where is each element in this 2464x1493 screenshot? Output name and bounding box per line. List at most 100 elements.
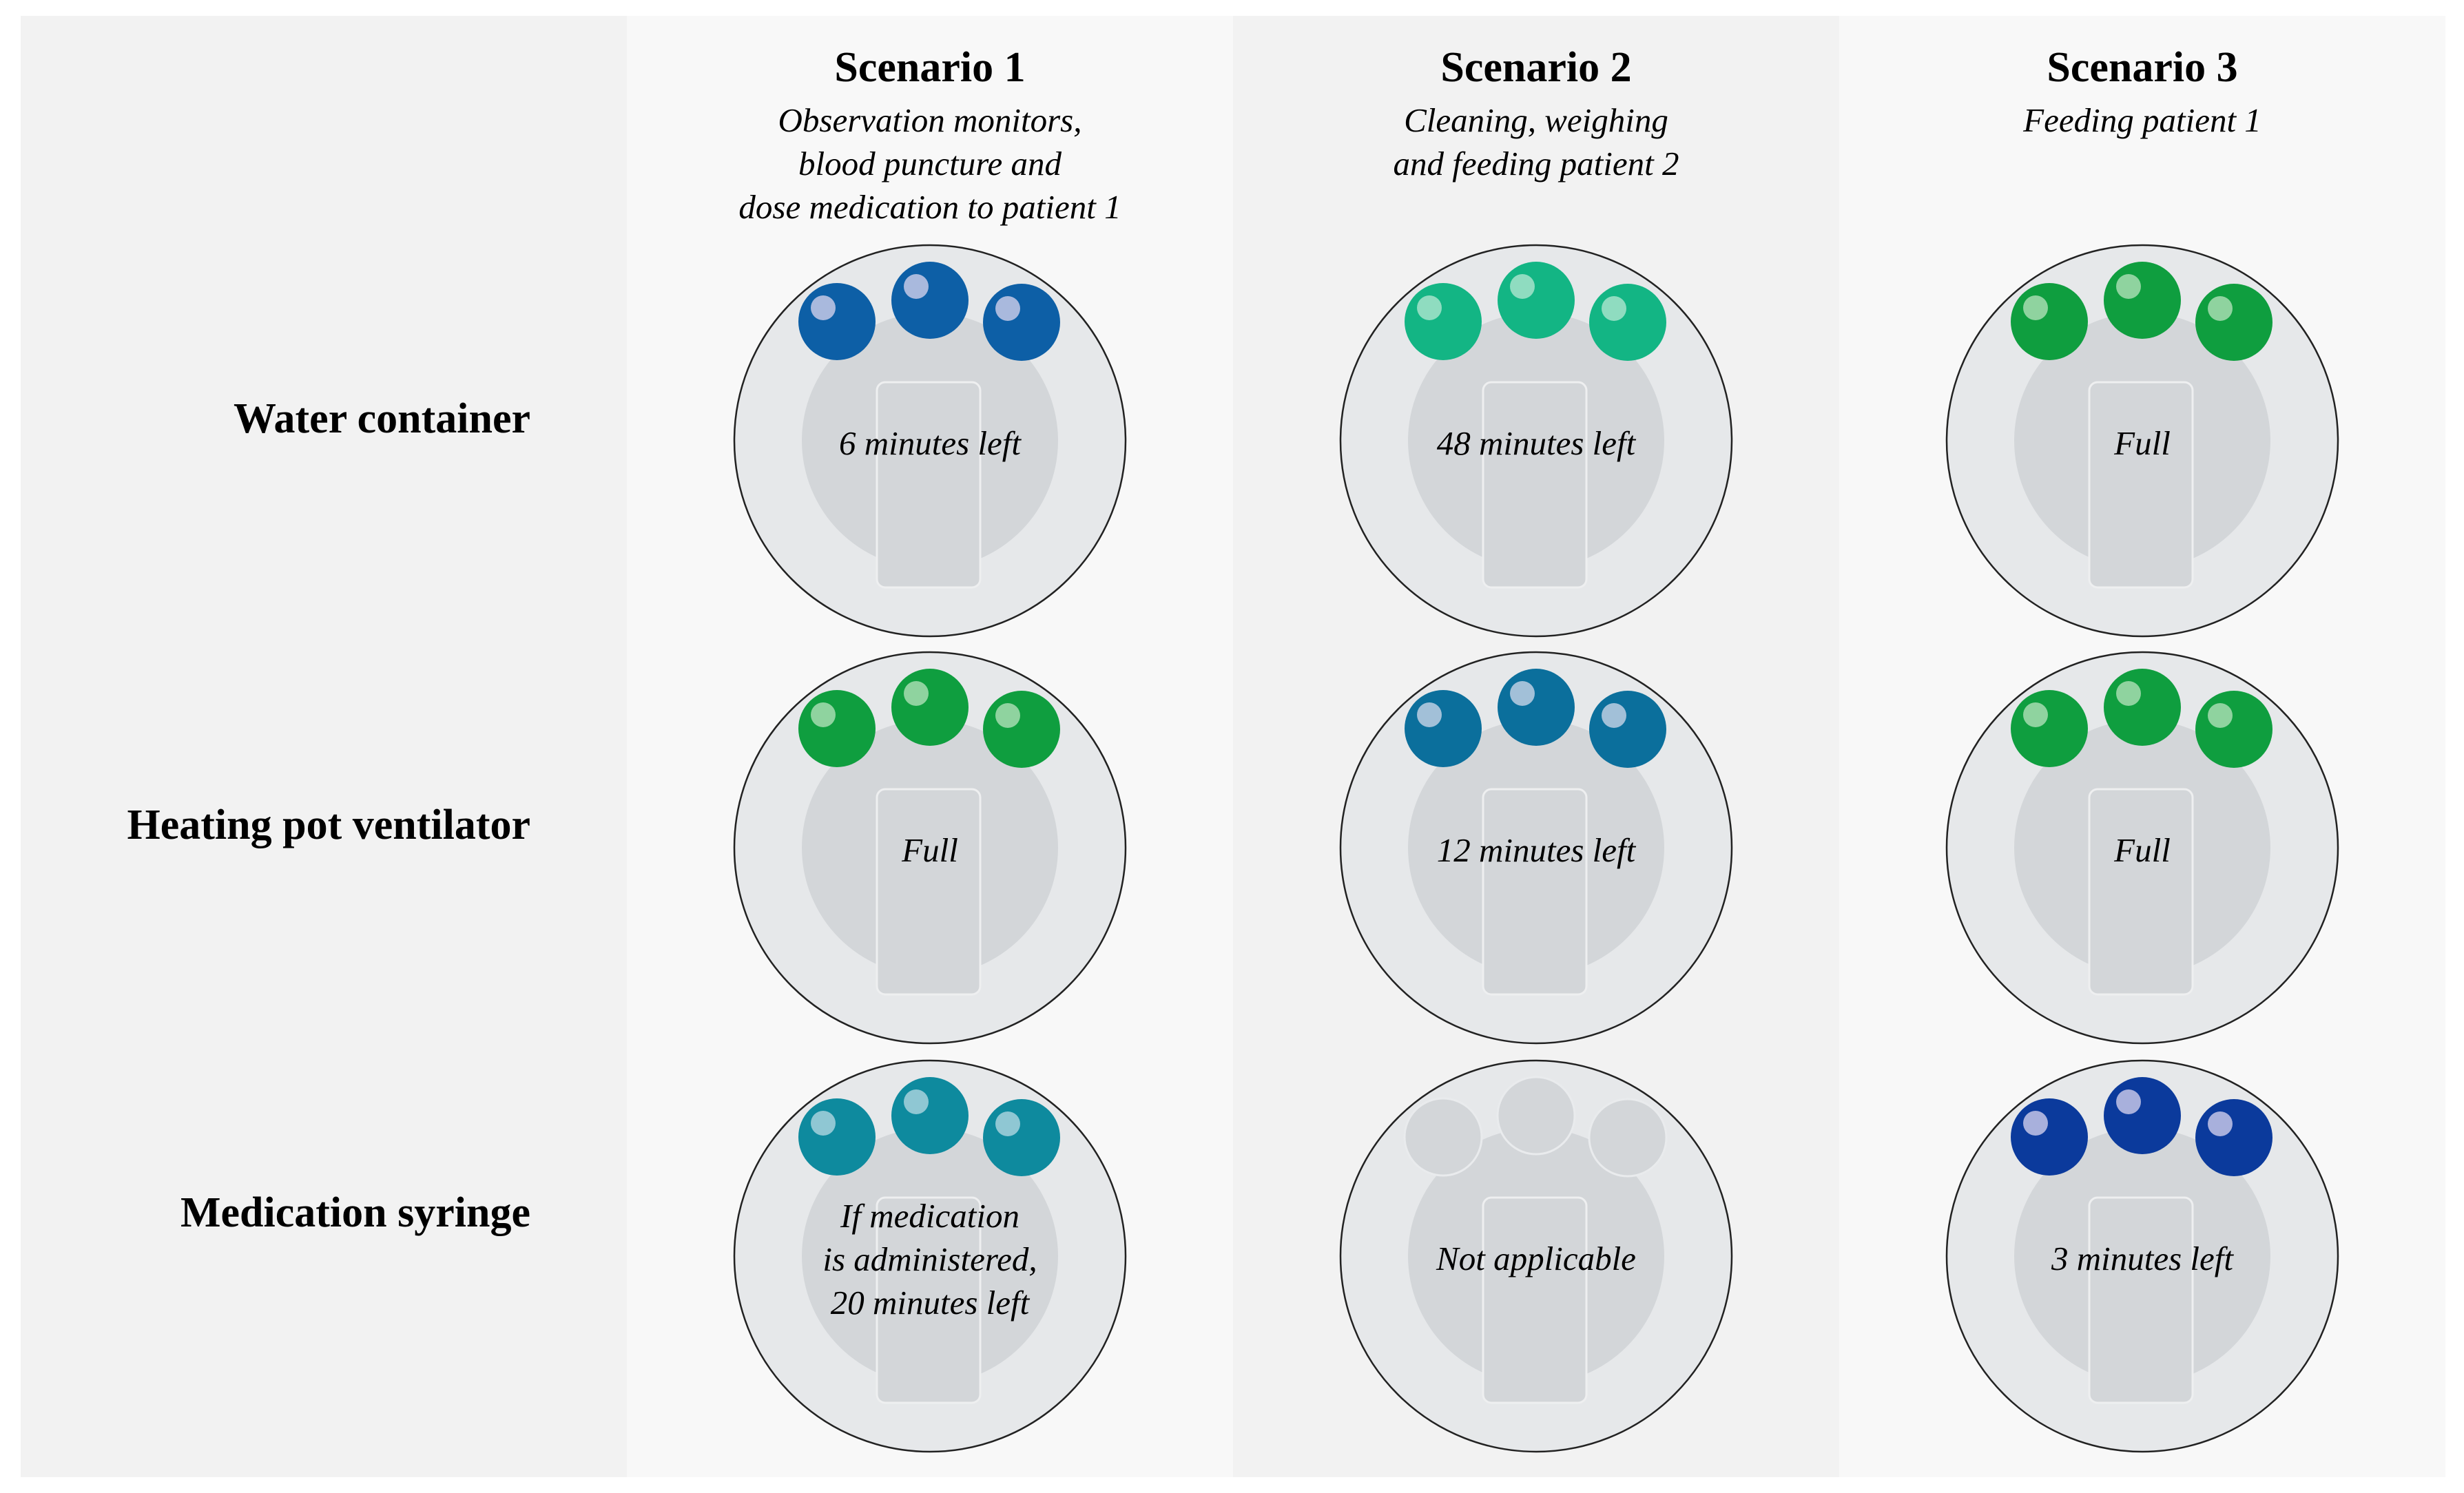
scenario-1-column: Scenario 1 Observation monitors, blood p… bbox=[627, 16, 1233, 1477]
status-light-highlight bbox=[2208, 703, 2233, 728]
person-status-icon bbox=[1945, 1059, 2339, 1453]
status-light bbox=[1589, 691, 1666, 768]
status-light-highlight bbox=[904, 1089, 929, 1114]
status-light-highlight bbox=[2116, 681, 2141, 706]
person-status-icon bbox=[733, 244, 1127, 638]
status-text: Full bbox=[2114, 424, 2171, 462]
status-light bbox=[2104, 669, 2181, 746]
body-rect bbox=[2088, 1196, 2194, 1404]
person-status-icon bbox=[1945, 651, 2339, 1045]
row-labels-panel: Water container Heating pot ventilator M… bbox=[21, 16, 627, 1477]
status-light bbox=[891, 669, 969, 746]
status-light bbox=[2011, 690, 2088, 767]
person-status-icon bbox=[733, 1059, 1127, 1453]
status-text: If medication is administered, 20 minute… bbox=[822, 1197, 1037, 1322]
status-text: Full bbox=[2114, 831, 2171, 869]
status-light-highlight bbox=[995, 703, 1020, 728]
status-text: Not applicable bbox=[1436, 1240, 1636, 1277]
status-dial-heating-pot-ventilator: 12 minutes left bbox=[1336, 648, 1736, 1047]
body-rect bbox=[876, 381, 982, 589]
status-light bbox=[1405, 690, 1482, 767]
person-status-icon bbox=[1339, 1059, 1733, 1453]
status-light bbox=[2011, 1098, 2088, 1176]
status-light-highlight bbox=[2208, 1111, 2233, 1136]
status-light-highlight bbox=[811, 702, 836, 727]
scenario-description: Cleaning, weighing and feeding patient 2 bbox=[1393, 101, 1679, 182]
status-light bbox=[1589, 284, 1666, 361]
status-light bbox=[1403, 1097, 1483, 1177]
scenario-header: Scenario 2 Cleaning, weighing and feedin… bbox=[1233, 36, 1839, 185]
status-text: 12 minutes left bbox=[1436, 831, 1636, 869]
status-light-highlight bbox=[995, 1111, 1020, 1136]
status-dial-heating-pot-ventilator: Full bbox=[730, 648, 1130, 1047]
status-light bbox=[798, 1098, 876, 1176]
status-dial-heating-pot-ventilator: Full bbox=[1943, 648, 2342, 1047]
scenario-description: Feeding patient 1 bbox=[2023, 101, 2261, 139]
status-light-highlight bbox=[2023, 1111, 2048, 1136]
status-light-highlight bbox=[1602, 296, 1626, 321]
status-text: 3 minutes left bbox=[2051, 1240, 2234, 1277]
row-label-medication-syringe: Medication syringe bbox=[180, 1189, 530, 1236]
person-status-icon bbox=[1339, 244, 1733, 638]
person-status-icon bbox=[733, 651, 1127, 1045]
person-status-icon bbox=[1339, 651, 1733, 1045]
status-light bbox=[1496, 1076, 1576, 1156]
status-text: Full bbox=[902, 831, 958, 869]
row-label-water-container: Water container bbox=[233, 395, 530, 442]
status-light-highlight bbox=[1510, 274, 1535, 299]
status-light bbox=[2195, 284, 2273, 361]
status-light bbox=[2195, 1099, 2273, 1176]
status-light bbox=[983, 284, 1060, 361]
status-light bbox=[2104, 1077, 2181, 1154]
status-dial-medication-syringe: If medication is administered, 20 minute… bbox=[730, 1056, 1130, 1456]
body-rect bbox=[2088, 788, 2194, 996]
status-dial-water-container: 48 minutes left bbox=[1336, 241, 1736, 640]
status-light-highlight bbox=[995, 296, 1020, 321]
status-light-highlight bbox=[811, 295, 836, 320]
status-light bbox=[2011, 283, 2088, 360]
body-rect bbox=[1482, 1196, 1588, 1404]
status-light bbox=[891, 1077, 969, 1154]
body-rect bbox=[2088, 381, 2194, 589]
status-light-highlight bbox=[1417, 295, 1442, 320]
status-light bbox=[983, 1099, 1060, 1176]
status-light-highlight bbox=[904, 274, 929, 299]
scenario-3-column: Scenario 3 Feeding patient 1 Full Full 3… bbox=[1839, 16, 2445, 1477]
status-light-highlight bbox=[2116, 1089, 2141, 1114]
body-rect bbox=[1482, 381, 1588, 589]
status-light-highlight bbox=[1602, 703, 1626, 728]
status-light-highlight bbox=[2023, 702, 2048, 727]
status-light bbox=[1588, 1098, 1668, 1178]
scenario-description: Observation monitors, blood puncture and… bbox=[738, 101, 1121, 226]
status-light bbox=[1498, 262, 1575, 339]
status-light-highlight bbox=[2208, 296, 2233, 321]
status-light-highlight bbox=[2023, 295, 2048, 320]
status-dial-medication-syringe: 3 minutes left bbox=[1943, 1056, 2342, 1456]
scenario-2-column: Scenario 2 Cleaning, weighing and feedin… bbox=[1233, 16, 1839, 1477]
row-label-heating-pot-ventilator: Heating pot ventilator bbox=[127, 802, 531, 848]
body-rect bbox=[876, 1196, 982, 1404]
scenario-title: Scenario 1 bbox=[834, 44, 1026, 91]
status-light-highlight bbox=[811, 1111, 836, 1136]
status-light-highlight bbox=[1510, 681, 1535, 706]
scenario-header: Scenario 1 Observation monitors, blood p… bbox=[627, 36, 1233, 229]
body-rect bbox=[876, 788, 982, 996]
status-dial-water-container: 6 minutes left bbox=[730, 241, 1130, 640]
status-text: 48 minutes left bbox=[1436, 424, 1636, 462]
status-light bbox=[2195, 691, 2273, 768]
status-dial-water-container: Full bbox=[1943, 241, 2342, 640]
status-light bbox=[983, 691, 1060, 768]
status-light bbox=[1498, 669, 1575, 746]
status-light-highlight bbox=[2116, 274, 2141, 299]
status-light bbox=[1405, 283, 1482, 360]
status-dial-medication-syringe: Not applicable bbox=[1336, 1056, 1736, 1456]
status-light bbox=[891, 262, 969, 339]
scenario-title: Scenario 2 bbox=[1440, 44, 1632, 91]
status-light-highlight bbox=[1417, 702, 1442, 727]
status-light bbox=[798, 690, 876, 767]
status-light-highlight bbox=[904, 681, 929, 706]
scenario-header: Scenario 3 Feeding patient 1 bbox=[1839, 36, 2445, 142]
status-text: 6 minutes left bbox=[838, 424, 1022, 462]
status-light bbox=[798, 283, 876, 360]
person-status-icon bbox=[1945, 244, 2339, 638]
